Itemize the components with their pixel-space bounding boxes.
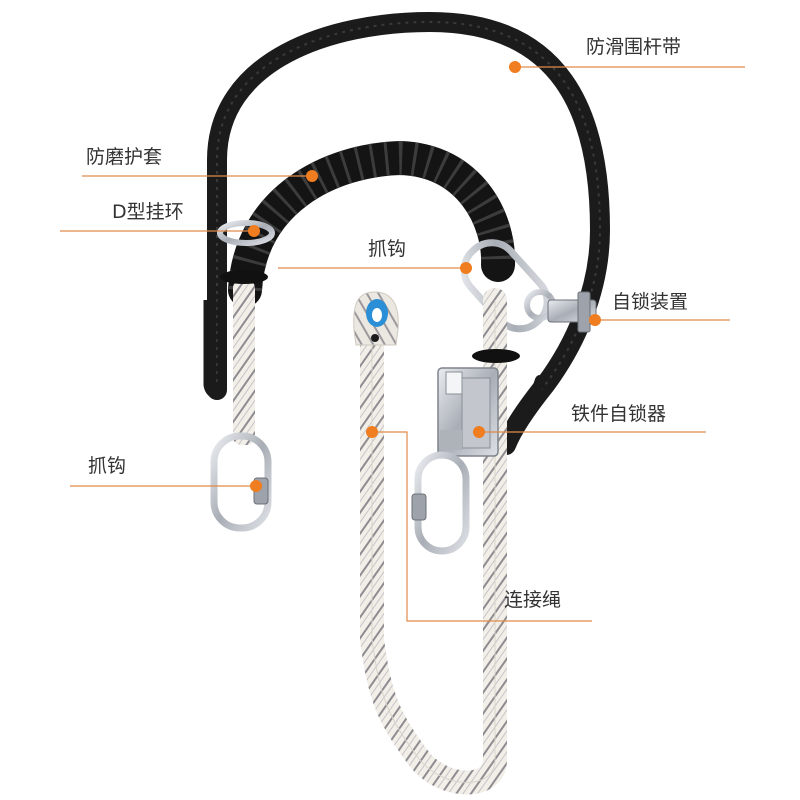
rope-stopper-right [472, 349, 520, 363]
marker-wear-sleeve [306, 170, 318, 182]
markers [248, 61, 601, 492]
marker-connecting-rope [366, 426, 378, 438]
carabiner-bottom-lock [411, 493, 427, 521]
iron-self-locker-graphic [437, 367, 499, 457]
marker-iron-locker [473, 426, 485, 438]
rope-main-outline [371, 300, 496, 783]
rope-left [233, 280, 255, 445]
marker-d-ring [248, 225, 260, 237]
label-d-ring: D型挂环 [112, 201, 184, 223]
self-lock-device-graphic [524, 289, 597, 333]
label-self-lock-device: 自锁装置 [612, 291, 689, 313]
marker-self-lock [589, 314, 601, 326]
label-hook-top: 抓钩 [368, 238, 407, 260]
label-connecting-rope: 连接绳 [504, 589, 562, 611]
label-wear-sleeve: 防磨护套 [86, 146, 163, 168]
d-ring [217, 220, 275, 246]
label-iron-self-locker: 铁件自锁器 [571, 403, 667, 425]
rope-end-rivet [371, 334, 379, 342]
label-hook-left: 抓钩 [88, 455, 127, 477]
strap-end-loop [203, 300, 227, 398]
marker-hook-left [250, 480, 262, 492]
marker-pole-strap [509, 61, 521, 73]
pole-strap [207, 12, 610, 455]
leader-lines [60, 66, 745, 622]
marker-hook-top [460, 262, 472, 274]
leader-connecting-rope [372, 431, 592, 622]
rope-stopper-left [220, 270, 268, 284]
label-pole-strap: 防滑围杆带 [586, 36, 682, 58]
wear-sleeve [228, 140, 516, 307]
rope-thimble-hole [372, 308, 382, 322]
